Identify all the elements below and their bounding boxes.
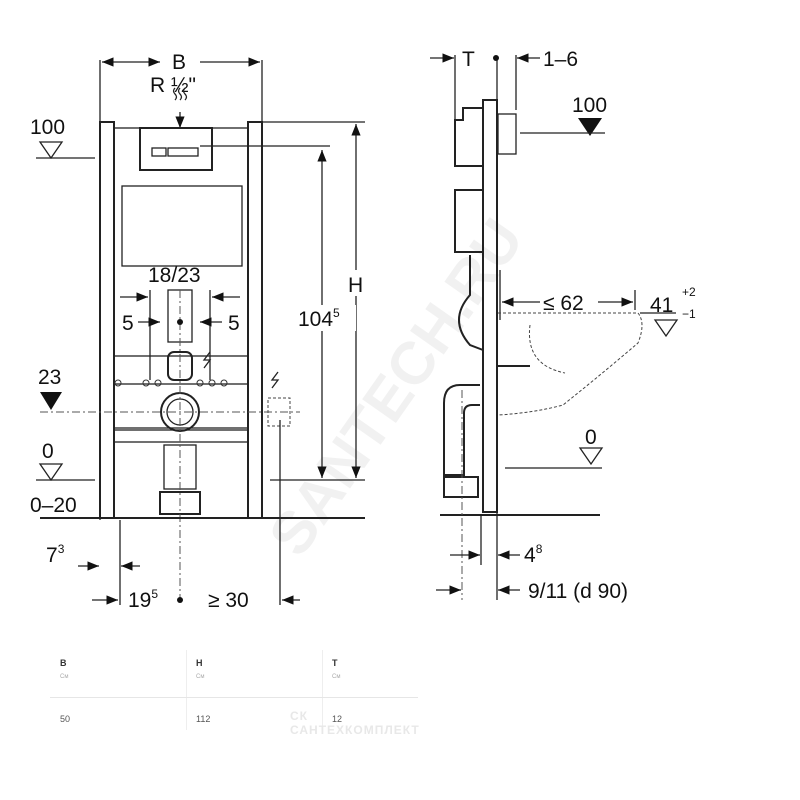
- col-header-h: H: [196, 658, 203, 668]
- seat-tol-minus: −1: [682, 307, 696, 321]
- col-header-b: B: [60, 658, 67, 668]
- foot-offset: 73: [46, 542, 65, 567]
- min-distance: ≥ 30: [208, 589, 249, 612]
- brand-logo-watermark: СК САНТЕХКОМПЛЕКТ: [290, 709, 420, 737]
- col-unit-h: См: [196, 674, 205, 680]
- cistern: [121, 185, 243, 267]
- connection-label: R ½": [150, 74, 196, 97]
- adjust-range: 0–20: [30, 494, 77, 517]
- water-icon: [172, 87, 188, 101]
- level-100-front: 100: [30, 116, 65, 139]
- flush-plate: [139, 127, 213, 171]
- value-t: 12: [332, 714, 343, 724]
- installation-drawing: SANTECH.RU B R ½" 100: [30, 48, 696, 612]
- axis-offset: 195: [128, 587, 158, 612]
- electric-icon: [202, 351, 280, 389]
- level-23: 23: [38, 366, 61, 389]
- frame-depth: 48: [524, 542, 543, 567]
- watermark: SANTECH.RU: [256, 207, 536, 568]
- width-label: B: [172, 51, 186, 74]
- level-0-front: 0: [42, 440, 54, 463]
- plate-gap: 1–6: [543, 48, 578, 71]
- value-b: 50: [60, 714, 71, 724]
- height-label: H: [348, 274, 363, 297]
- col-unit-t: См: [332, 674, 341, 680]
- level-100-side: 100: [572, 94, 607, 117]
- pipe-offset: 9/11 (d 90): [528, 580, 628, 603]
- col-header-t: T: [332, 658, 338, 668]
- seat-tol-plus: +2: [682, 285, 696, 299]
- bowl-length: ≤ 62: [543, 292, 584, 315]
- side-view: T 1–6 100 ≤ 62 41 +2 −1 0 48: [430, 48, 696, 603]
- depth-label: T: [462, 48, 475, 71]
- level-0-side: 0: [585, 426, 597, 449]
- value-h: 112: [196, 714, 211, 724]
- offset-left: 5: [122, 312, 134, 335]
- col-unit-b: См: [60, 674, 69, 680]
- front-view: B R ½" 100 23 0 0–20: [30, 51, 368, 612]
- spacing-label: 18/23: [148, 264, 201, 287]
- toilet-bowl-outline: [497, 312, 643, 416]
- frame-side: [482, 99, 498, 513]
- flush-height: 1045: [298, 306, 340, 331]
- offset-right: 5: [228, 312, 240, 335]
- seat-height: 41: [650, 294, 673, 317]
